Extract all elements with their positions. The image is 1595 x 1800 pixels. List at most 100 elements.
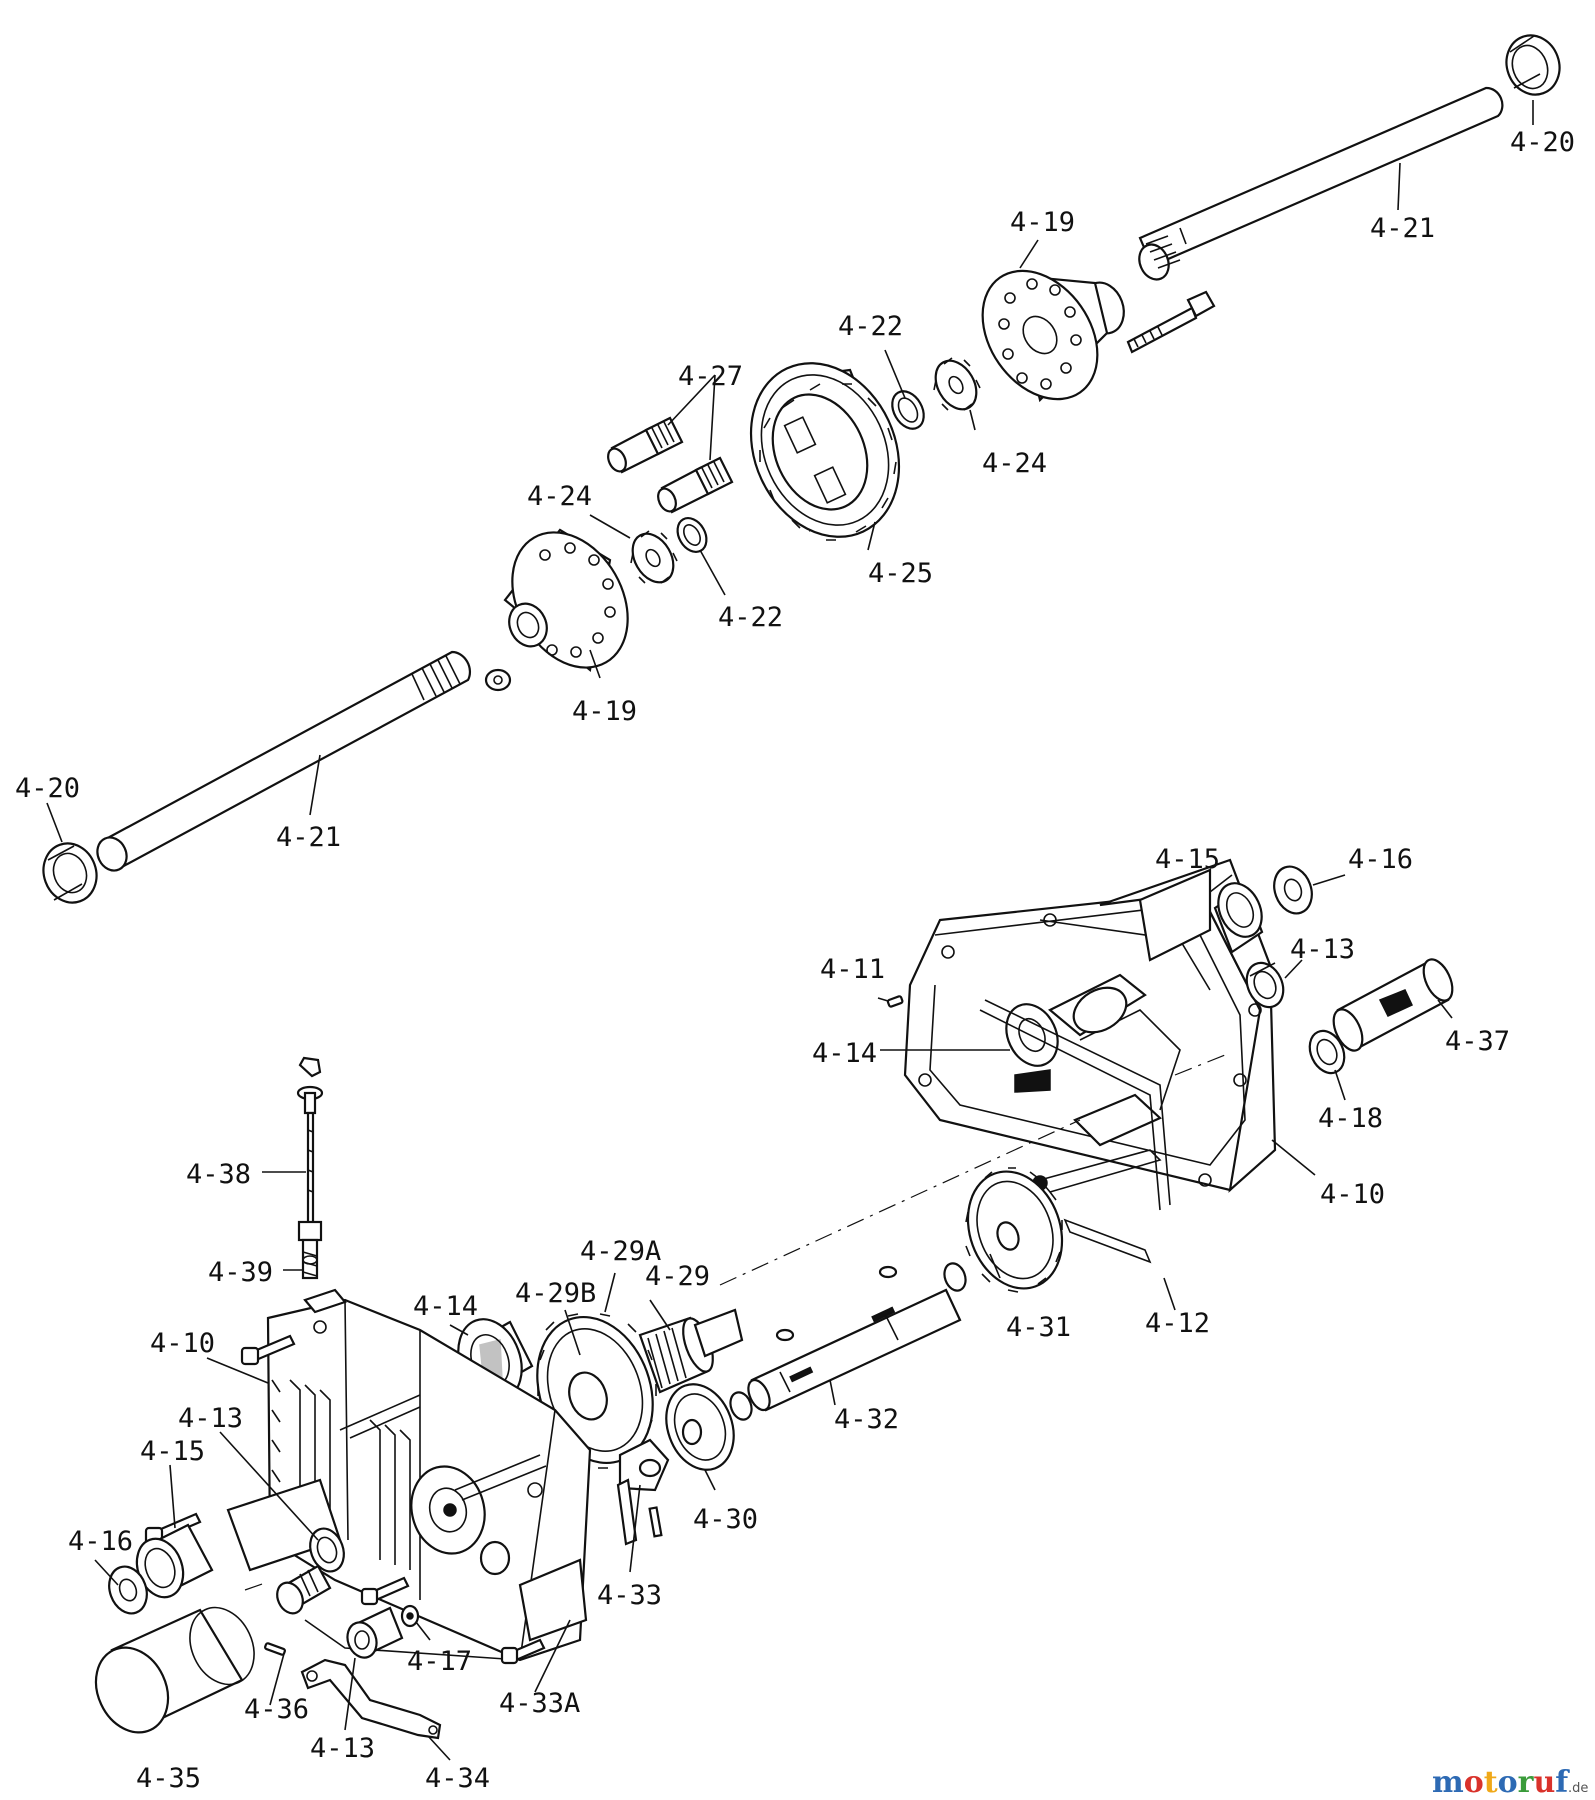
left-axle-seal: [42, 842, 98, 904]
shift-lever: [300, 1658, 442, 1740]
right-needle-bearing-small: [1245, 961, 1285, 1009]
roll-pin: [648, 1506, 663, 1538]
upper-snap-ring: [891, 390, 925, 430]
woodruff-key-upper: [878, 1265, 898, 1279]
part-label: 4-33A: [499, 1688, 580, 1719]
output-spur-gear: [965, 1167, 1064, 1293]
oil-filter-canister: [94, 1606, 255, 1734]
intermediate-shaft: [747, 1288, 962, 1412]
housing-stud-rear: [339, 1394, 547, 1501]
part-label: 4-13: [178, 1403, 243, 1434]
housing-bolt-bottom-left: [360, 1576, 410, 1606]
idler-gear: [665, 1383, 735, 1471]
part-label: 4-21: [276, 822, 341, 853]
lower-snap-ring: [676, 517, 708, 553]
part-label: 4-14: [413, 1291, 478, 1322]
part-label: 4-16: [1348, 844, 1413, 875]
ring-gear: [749, 362, 901, 541]
part-label: 4-18: [1318, 1103, 1383, 1134]
watermark-letter: o: [1464, 1765, 1484, 1800]
part-label: 4-33: [597, 1580, 662, 1611]
part-label: 4-32: [834, 1404, 899, 1435]
watermark-letter: o: [1498, 1765, 1518, 1800]
part-label: 4-30: [693, 1504, 758, 1535]
part-label: 4-10: [150, 1328, 215, 1359]
part-label: 4-24: [527, 481, 592, 512]
watermark-suffix: .de: [1568, 1781, 1588, 1796]
housing-bearing: [1005, 1003, 1059, 1093]
part-label: 4-29B: [515, 1278, 596, 1309]
part-label: 4-25: [868, 558, 933, 589]
left-axle-shaft: [96, 650, 472, 872]
part-label: 4-29A: [580, 1236, 661, 1267]
part-label: 4-17: [407, 1646, 472, 1677]
lower-side-pinion: [630, 530, 678, 584]
watermark-letter: u: [1533, 1765, 1555, 1800]
part-label: 4-19: [572, 696, 637, 727]
right-axle-shaft: [1138, 86, 1504, 281]
watermark-text: motoruf: [1432, 1765, 1570, 1800]
watermark-logo: motoruf .de: [1432, 1765, 1588, 1800]
part-label: 4-13: [1290, 934, 1355, 965]
shaft-snap-ring: [943, 1262, 967, 1292]
left-transmission-housing: [226, 1288, 592, 1662]
part-label: 4-22: [718, 602, 783, 633]
spider-pinion-upper: [607, 416, 684, 474]
upper-differential-carrier: [981, 269, 1125, 403]
right-needle-bearing-large: [1213, 882, 1264, 954]
part-label: 4-20: [1510, 127, 1575, 158]
part-label: 4-12: [1145, 1308, 1210, 1339]
part-label: 4-39: [208, 1257, 273, 1288]
part-label: 4-13: [310, 1733, 375, 1764]
part-label: 4-34: [425, 1763, 490, 1794]
woodruff-key-lower: [775, 1328, 795, 1342]
housing-bolt-top: [240, 1334, 296, 1366]
carrier-bolt: [1126, 290, 1216, 354]
part-label: 4-24: [982, 448, 1047, 479]
part-label: 4-11: [820, 954, 885, 985]
part-label: 4-14: [812, 1038, 877, 1069]
watermark-letter: f: [1555, 1765, 1570, 1800]
part-label: 4-29: [645, 1261, 710, 1292]
part-label: 4-38: [186, 1159, 251, 1190]
spider-pinion-lower: [657, 456, 734, 514]
part-label: 4-20: [15, 773, 80, 804]
part-label: 4-21: [1370, 213, 1435, 244]
part-label: 4-27: [678, 361, 743, 392]
upper-side-pinion: [933, 357, 981, 411]
part-label: 4-19: [1010, 207, 1075, 238]
left-thrust-washer: [108, 1565, 148, 1615]
watermark-letter: t: [1484, 1765, 1498, 1800]
hex-nut: [484, 668, 512, 692]
watermark-letter: m: [1432, 1765, 1464, 1800]
right-axle-seal: [1505, 34, 1561, 96]
part-label: 4-31: [1006, 1312, 1071, 1343]
shift-bushing: [346, 1606, 404, 1659]
part-label: 4-16: [68, 1526, 133, 1557]
leader-lines: [46, 100, 1534, 1761]
part-label: 4-37: [1445, 1026, 1510, 1057]
shift-arm: [616, 1438, 670, 1546]
right-thrust-washer: [1273, 865, 1313, 915]
housing-bolt-bottom: [500, 1638, 546, 1665]
left-needle-bearing-small: [309, 1527, 345, 1573]
part-label: 4-15: [1155, 844, 1220, 875]
dipstick-tube: [297, 1220, 323, 1280]
watermark-letter: r: [1518, 1765, 1535, 1800]
lower-differential-carrier: [503, 528, 629, 673]
dowel-pin: [886, 995, 904, 1008]
housing-gasket: [979, 999, 1171, 1264]
part-label: 4-10: [1320, 1179, 1385, 1210]
part-label: 4-35: [136, 1763, 201, 1794]
drain-fitting: [264, 1564, 332, 1656]
left-needle-bearing-large: [135, 1523, 214, 1599]
oil-filter-screen: [1332, 958, 1454, 1052]
shift-washer: [400, 1604, 420, 1628]
dipstick: [296, 1056, 324, 1225]
idler-snap-ring: [729, 1391, 753, 1421]
part-label: 4-36: [244, 1694, 309, 1725]
part-labels: 4-20 4-21 4-19 4-22 4-24 4-27 4-24 4-25 …: [15, 127, 1575, 1794]
part-label: 4-22: [838, 311, 903, 342]
part-label: 4-15: [140, 1436, 205, 1467]
